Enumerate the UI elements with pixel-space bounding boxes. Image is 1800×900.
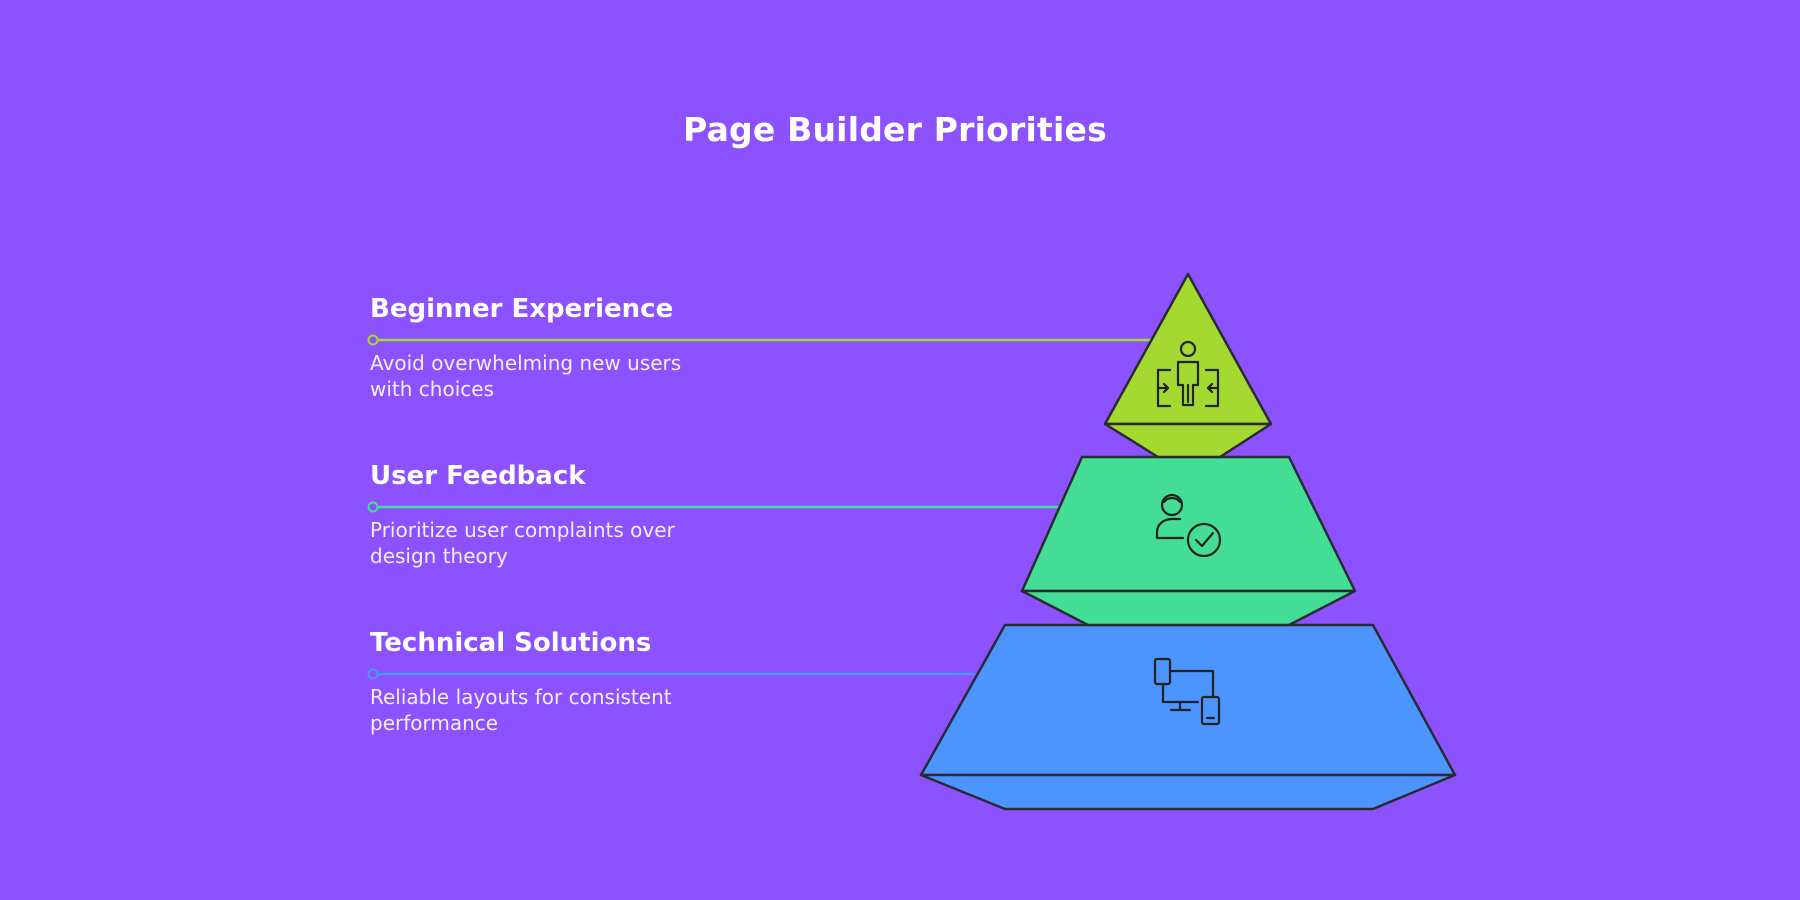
tier-front-face (919, 623, 1457, 777)
connector-user-feedback (367, 501, 1065, 513)
connector-beginner-experience (367, 334, 1152, 346)
tier-bottom-face (1103, 422, 1273, 459)
tier-label-user-feedback: User Feedback Prioritize user complaints… (370, 460, 790, 569)
connector-dot (367, 501, 379, 513)
pyramid-tier-user-feedback (1020, 455, 1357, 627)
pyramid-tier-technical-solutions (919, 623, 1457, 811)
tier-description: Prioritize user complaints over design t… (370, 517, 790, 569)
tier-label-technical-solutions: Technical Solutions Reliable layouts for… (370, 627, 790, 736)
page-title: Page Builder Priorities (683, 110, 1107, 149)
tier-description-line: with choices (370, 377, 494, 401)
tier-description-line: Prioritize user complaints over (370, 518, 675, 542)
devices-icon (1153, 657, 1221, 726)
tier-description-line: Avoid overwhelming new users (370, 351, 682, 375)
tier-heading: Beginner Experience (370, 294, 674, 324)
connector-dot (367, 334, 379, 346)
tier-bottom-face (919, 773, 1457, 811)
tier-description-line: design theory (370, 544, 508, 568)
tier-bottom-face (1020, 589, 1357, 627)
tier-label-beginner-experience: Beginner Experience Avoid overwhelming n… (370, 293, 790, 402)
tier-front-face (1020, 455, 1357, 593)
tier-description: Reliable layouts for consistent performa… (370, 684, 790, 736)
tier-heading: Technical Solutions (370, 628, 652, 658)
tier-description-line: performance (370, 711, 499, 735)
connector-technical-solutions (367, 668, 975, 680)
tier-description-line: Reliable layouts for consistent (370, 685, 672, 709)
tier-heading: User Feedback (370, 461, 586, 491)
user-check-icon (1155, 493, 1222, 558)
person-entering-doorway-icon (1156, 340, 1220, 408)
pyramid-tier-beginner-experience (1103, 272, 1273, 459)
tier-description: Avoid overwhelming new users with choice… (370, 350, 790, 402)
connector-dot (367, 668, 379, 680)
